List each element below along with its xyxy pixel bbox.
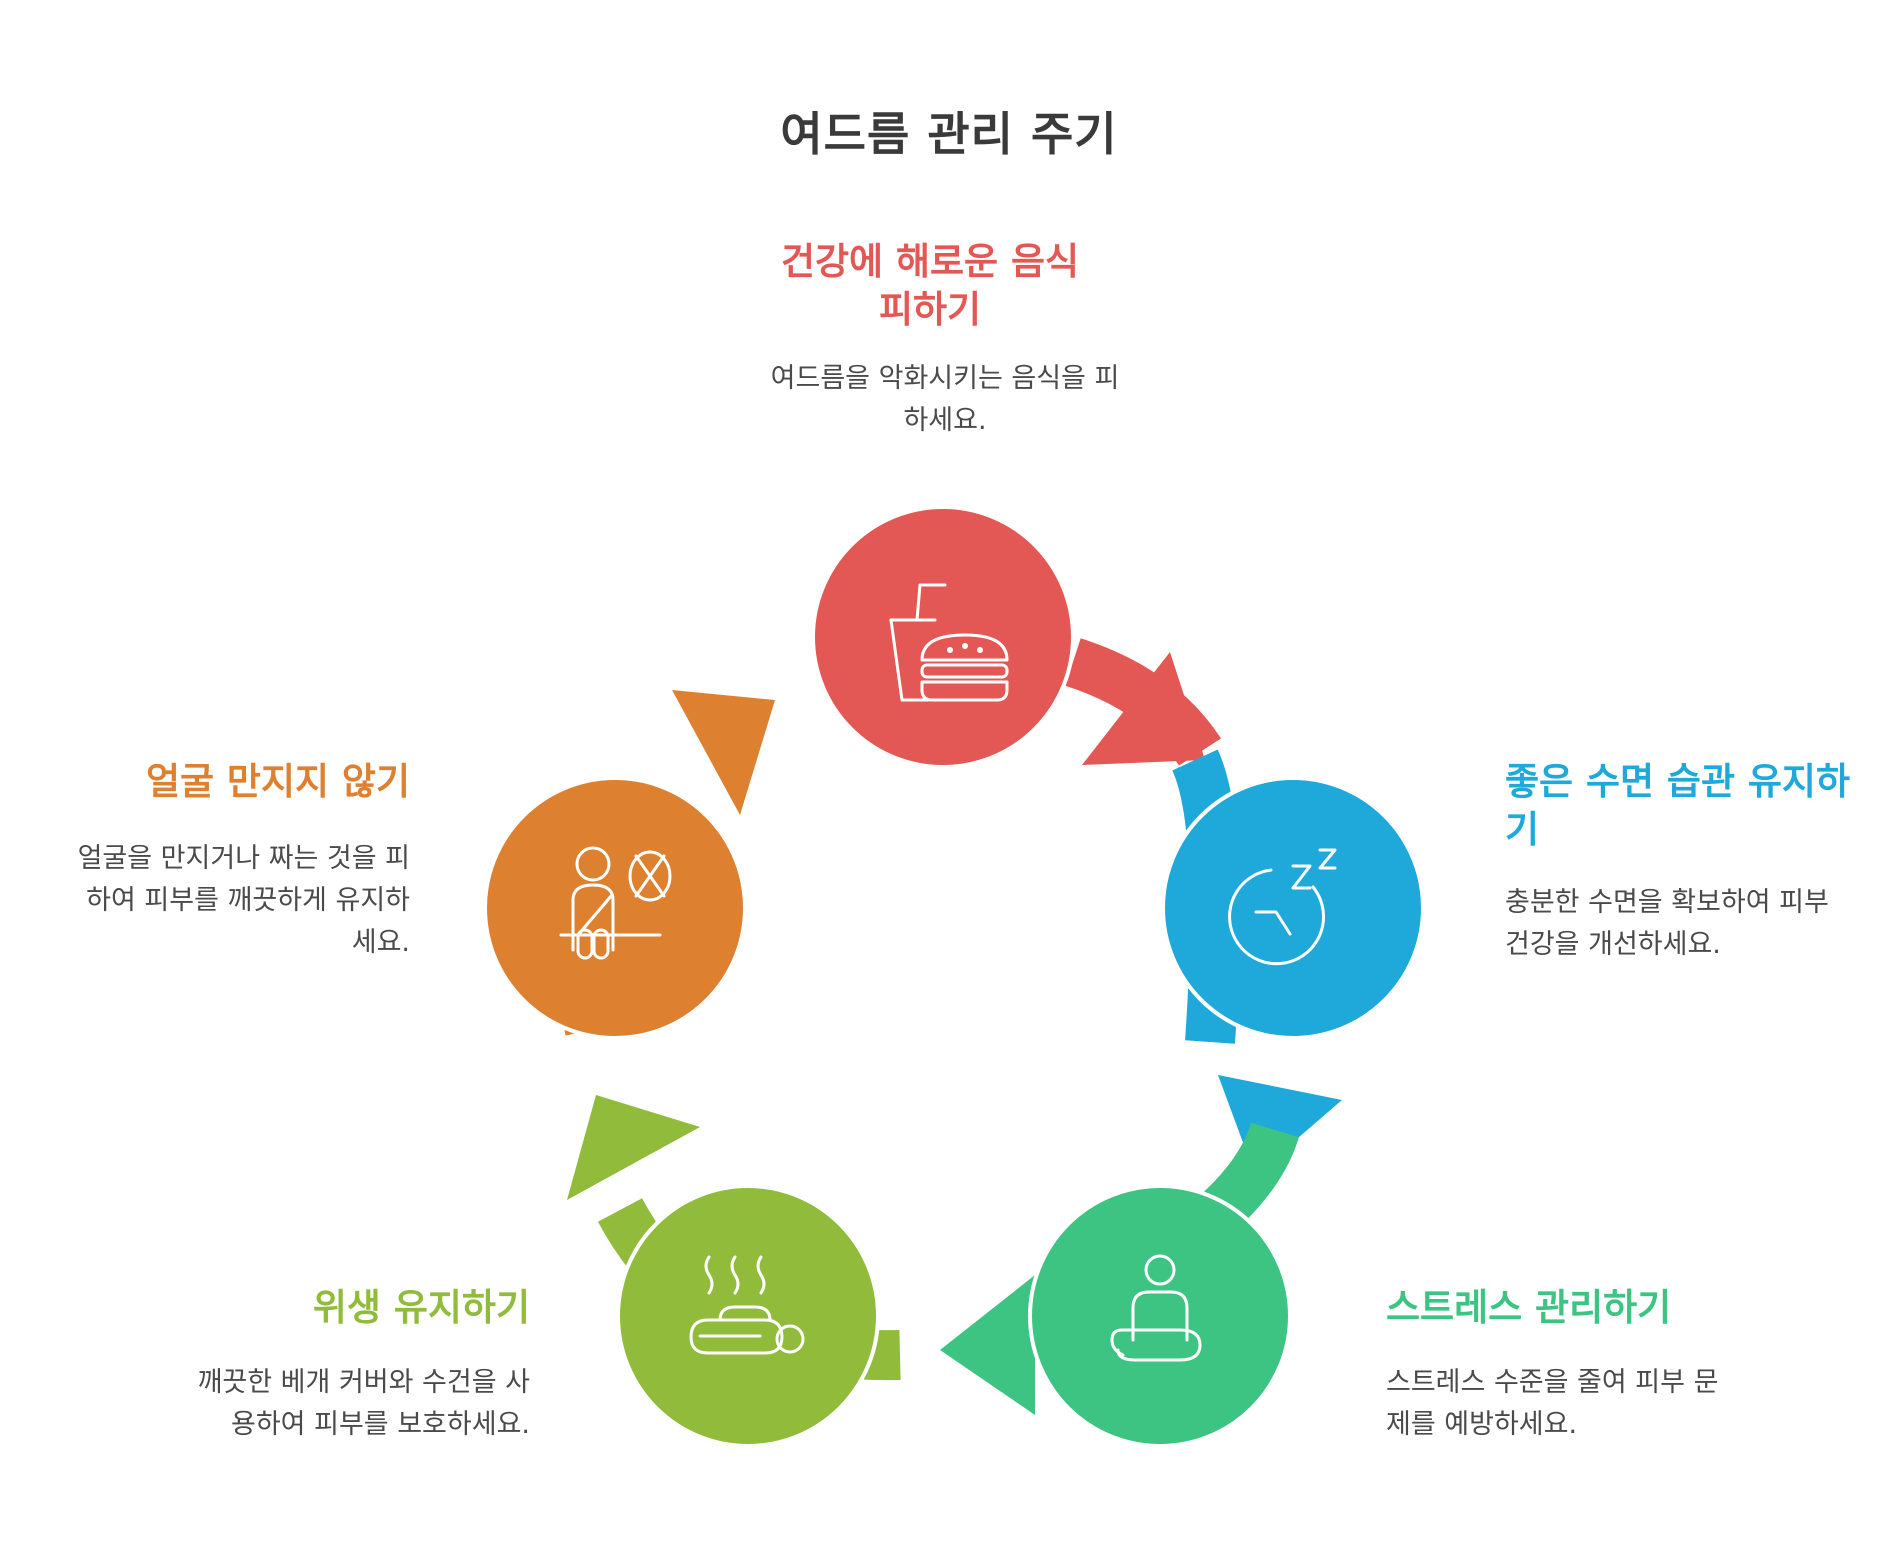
- step-hygiene: [616, 1184, 880, 1448]
- step-label-no-touch: 얼굴 만지지 않기: [145, 760, 410, 803]
- no-touch-face-icon: [559, 846, 672, 960]
- step-description-hygiene: 깨끗한 베개 커버와 수건을 사용하여 피부를 보호하세요.: [197, 1367, 530, 1440]
- step-label-sleep: 좋은 수면 습관 유지하기: [1505, 760, 1851, 851]
- step-description-avoid-food: 여드름을 악화시키는 음식을 피하세요.: [770, 363, 1120, 436]
- step-sleep: [1161, 776, 1425, 1040]
- step-label-hygiene: 위생 유지하기: [312, 1286, 530, 1329]
- step-label-stress: 스트레스 관리하기: [1386, 1286, 1672, 1329]
- meditation-icon: [1110, 1254, 1202, 1362]
- diagram-title: 여드름 관리 주기: [780, 107, 1118, 161]
- step-description-sleep: 충분한 수면을 확보하여 피부 건강을 개선하세요.: [1505, 887, 1829, 960]
- step-no-touch: [483, 776, 747, 1040]
- clean-pillow-icon: [689, 1255, 805, 1355]
- step-description-stress: 스트레스 수준을 줄여 피부 문제를 예방하세요.: [1386, 1367, 1719, 1440]
- step-label-avoid-food: 건강에 해로운 음식 피하기: [780, 240, 1080, 331]
- fast-food-icon: [889, 583, 1009, 702]
- arrow-food-to-sleep: [1065, 638, 1222, 767]
- step-description-no-touch: 얼굴을 만지거나 짜는 것을 피하여 피부를 깨끗하게 유지하세요.: [77, 843, 410, 958]
- step-avoid-food: [811, 505, 1075, 769]
- step-stress: [1028, 1184, 1292, 1448]
- sleep-clock-icon: [1228, 848, 1337, 966]
